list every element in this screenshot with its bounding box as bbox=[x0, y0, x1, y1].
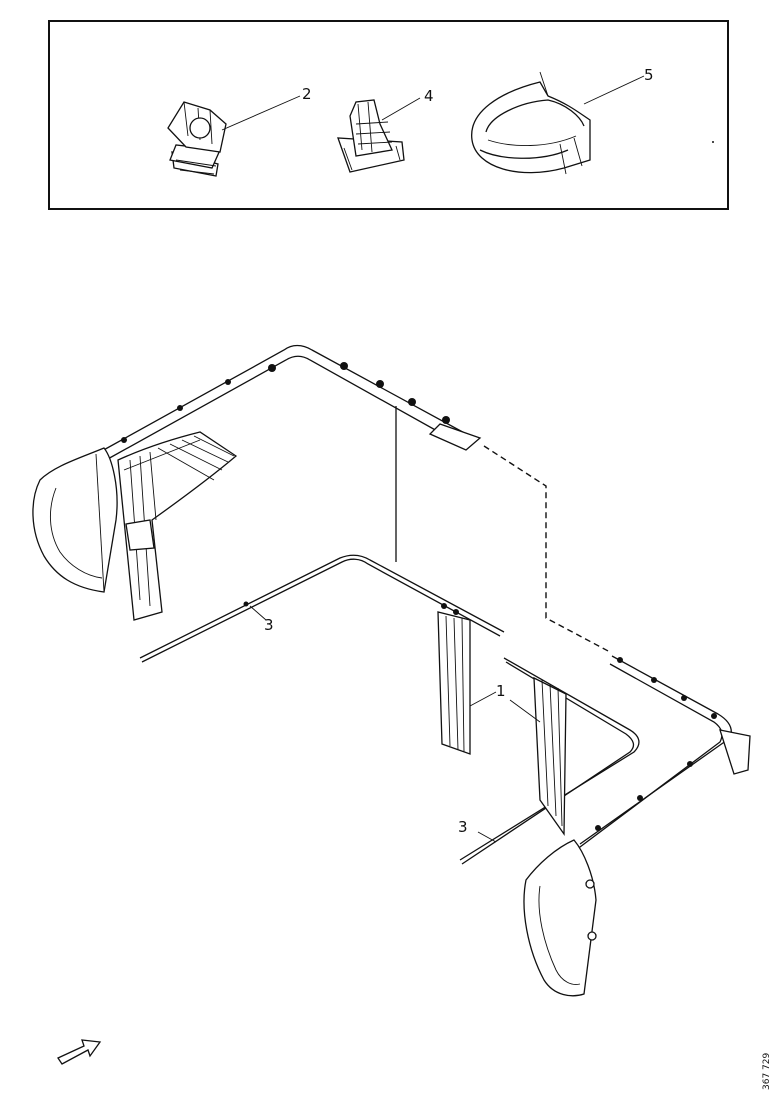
strap-part-5 bbox=[471, 71, 591, 175]
callout-3-top: 3 bbox=[264, 616, 274, 634]
right-end-cap bbox=[523, 839, 597, 997]
upper-curtain-rail bbox=[99, 344, 482, 461]
callout-5: 5 bbox=[644, 66, 654, 84]
bracket-part-4 bbox=[337, 99, 405, 173]
callout-3-bottom: 3 bbox=[458, 818, 468, 836]
dashed-connector bbox=[483, 445, 611, 653]
left-curtain bbox=[117, 431, 238, 621]
callout-4: 4 bbox=[424, 87, 434, 105]
detail-box bbox=[48, 20, 729, 210]
callout-1: 1 bbox=[496, 682, 506, 700]
middle-curtain bbox=[437, 611, 471, 755]
left-end-cap bbox=[32, 447, 118, 593]
reference-number: 367 729 bbox=[762, 1053, 772, 1090]
inner-rail-3-front bbox=[139, 554, 505, 663]
inner-rail-3-rear bbox=[459, 657, 640, 865]
right-curtain bbox=[533, 676, 567, 837]
callout-2: 2 bbox=[302, 85, 312, 103]
lower-curtain-rail bbox=[575, 655, 751, 851]
clip-part-2 bbox=[167, 101, 227, 177]
arrow-icon bbox=[57, 1039, 102, 1065]
